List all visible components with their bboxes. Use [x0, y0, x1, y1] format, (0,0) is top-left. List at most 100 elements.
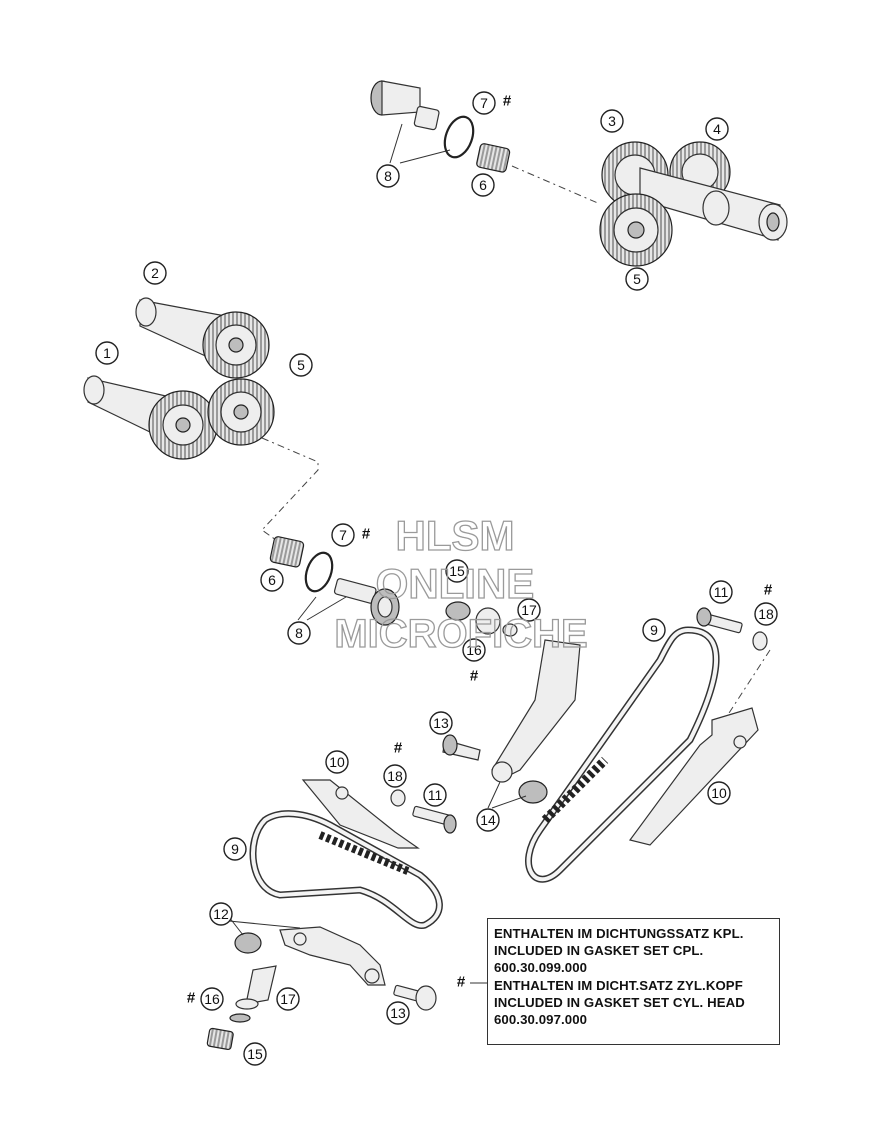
callout-7-top: 7: [472, 91, 496, 115]
callout-1: 1: [95, 341, 119, 365]
camshaft-2: [135, 297, 270, 379]
bearing-shaft-left: [333, 578, 400, 626]
plunger-group: [206, 965, 277, 1051]
guide-rail-left: [301, 779, 420, 849]
callout-11-left: 11: [423, 783, 447, 807]
camshaft-top: [639, 167, 788, 241]
tensioner-rail-bottom: [234, 926, 386, 986]
guide-rail-right: [628, 707, 759, 846]
left-assembly: [83, 297, 400, 626]
callout-9-left: 9: [223, 837, 247, 861]
svg-text:17: 17: [280, 991, 296, 1007]
top-assembly: [370, 80, 788, 267]
svg-text:18: 18: [758, 606, 774, 622]
note-line-1: ENTHALTEN IM DICHTUNGSSATZ KPL.: [494, 926, 744, 941]
svg-text:18: 18: [387, 768, 403, 784]
camshaft-1: [83, 375, 218, 460]
callout-4: 4: [705, 117, 729, 141]
svg-text:7: 7: [339, 527, 347, 543]
chain-right: [525, 626, 720, 883]
svg-text:6: 6: [479, 177, 487, 193]
hash-note-ref: #: [457, 974, 466, 991]
needle-bearing-left: [269, 536, 305, 568]
callout-10-left: 10: [325, 750, 349, 774]
bearing-shaft-top: [370, 80, 440, 131]
svg-text:16: 16: [204, 991, 220, 1007]
callout-5-top: 5: [625, 267, 649, 291]
svg-text:3: 3: [608, 113, 616, 129]
hash-18-right: #: [764, 582, 773, 599]
callout-5-left: 5: [289, 353, 313, 377]
note-line-6: 600.30.097.000: [494, 1012, 588, 1028]
callout-15-upper: 15: [445, 559, 469, 583]
o-ring-top: [443, 115, 475, 159]
chain-left: [249, 810, 443, 929]
bolt-11-right: [696, 607, 768, 651]
bolt-13-lower: [393, 984, 437, 1011]
callout-18-left: 18: [383, 764, 407, 788]
gear-5-left: [207, 378, 275, 446]
callout-7-left: 7: [331, 523, 355, 547]
svg-text:11: 11: [714, 584, 729, 600]
callout-6-top: 6: [471, 173, 495, 197]
callout-11-right: 11: [709, 580, 733, 604]
svg-text:10: 10: [711, 785, 727, 801]
svg-text:9: 9: [650, 622, 658, 638]
svg-text:11: 11: [428, 787, 443, 803]
svg-text:17: 17: [521, 602, 537, 618]
svg-text:5: 5: [297, 357, 305, 373]
callout-16-lower: 16: [200, 987, 224, 1011]
o-ring-left: [304, 551, 334, 593]
leader-lines: [228, 123, 527, 984]
callout-8-top: 8: [376, 164, 400, 188]
callout-15-lower: 15: [243, 1042, 267, 1066]
svg-text:13: 13: [433, 715, 449, 731]
hash-16-lower: #: [187, 990, 196, 1007]
callout-2: 2: [143, 261, 167, 285]
callout-6-left: 6: [260, 568, 284, 592]
hash-7-top: #: [503, 93, 512, 110]
gear-5-top: [599, 193, 673, 267]
upper-small-parts: [445, 601, 518, 637]
svg-text:ONLINE: ONLINE: [376, 560, 535, 607]
callout-17-lower: 17: [276, 987, 300, 1011]
svg-text:MICROFICHE: MICROFICHE: [334, 612, 587, 656]
svg-text:10: 10: [329, 754, 345, 770]
needle-bearing-top: [476, 143, 511, 173]
svg-text:12: 12: [213, 906, 229, 922]
hash-7-left: #: [362, 526, 371, 543]
callout-13-upper: 13: [429, 711, 453, 735]
hash-16-upper: #: [470, 668, 479, 685]
callout-9-right: 9: [642, 618, 666, 642]
hash-18-left: #: [394, 740, 403, 757]
note-line-4: ENTHALTEN IM DICHT.SATZ ZYL.KOPF: [494, 977, 743, 993]
svg-text:HLSM: HLSM: [396, 512, 515, 559]
svg-text:2: 2: [151, 265, 159, 281]
watermark: HLSM ONLINE MICROFICHE: [334, 511, 589, 656]
callout-13-lower: 13: [386, 1001, 410, 1025]
svg-text:7: 7: [480, 95, 488, 111]
callout-17-upper: 17: [517, 598, 541, 622]
note-line-3: 600.30.099.000: [494, 960, 588, 976]
svg-text:15: 15: [449, 563, 465, 579]
svg-text:15: 15: [247, 1046, 263, 1062]
callout-8-left: 8: [287, 621, 311, 645]
callout-10-right: 10: [707, 781, 731, 805]
svg-text:13: 13: [390, 1005, 406, 1021]
svg-text:9: 9: [231, 841, 239, 857]
svg-text:6: 6: [268, 572, 276, 588]
gasket-set-note: ENTHALTEN IM DICHTUNGSSATZ KPL. INCLUDED…: [487, 918, 780, 1045]
tensioner-arm: [442, 639, 581, 804]
svg-text:8: 8: [295, 625, 303, 641]
svg-text:16: 16: [466, 642, 482, 658]
svg-text:14: 14: [480, 812, 496, 828]
callout-12: 12: [209, 902, 233, 926]
svg-text:1: 1: [103, 345, 111, 361]
svg-text:8: 8: [384, 168, 392, 184]
callout-16-upper: 16: [462, 638, 486, 662]
svg-text:5: 5: [633, 271, 641, 287]
svg-text:4: 4: [713, 121, 721, 137]
callout-14: 14: [476, 808, 500, 832]
callout-18-right: 18: [754, 602, 778, 626]
